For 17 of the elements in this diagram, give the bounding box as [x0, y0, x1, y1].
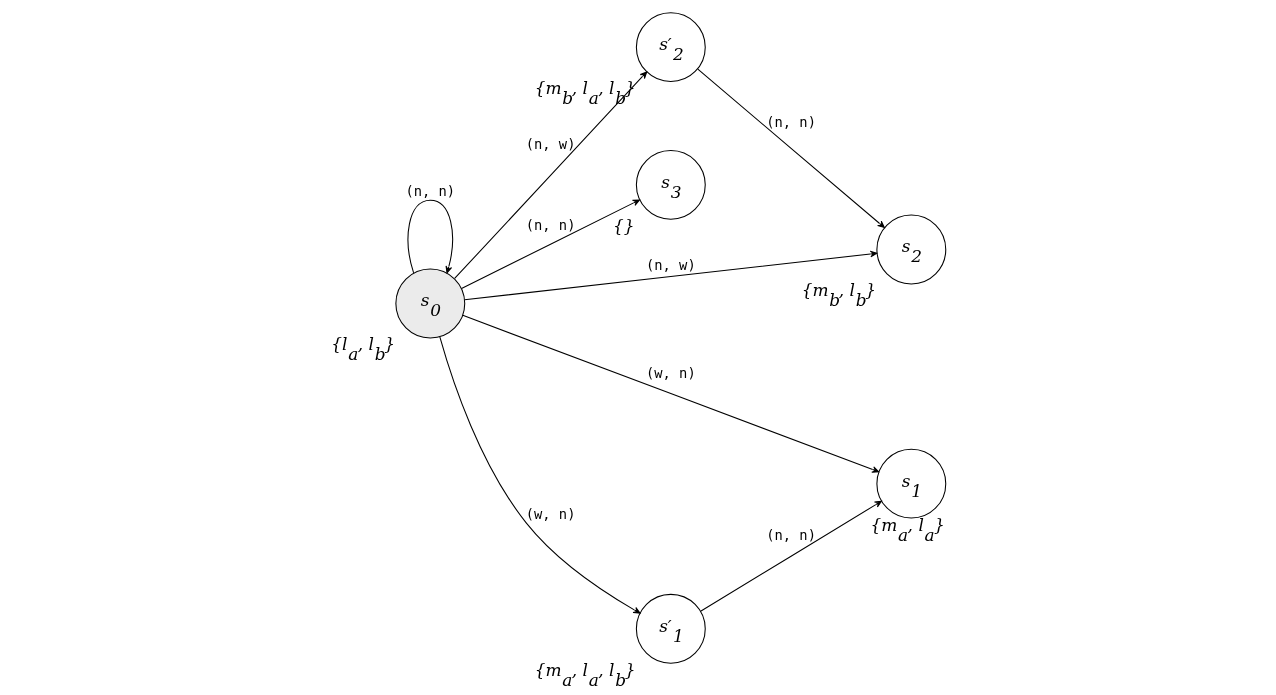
edge-label: (n, n)	[765, 527, 816, 544]
edge-label: (n, n)	[765, 114, 816, 131]
arrow	[438, 336, 640, 614]
arrow	[463, 250, 877, 301]
edge-label: (n, w)	[645, 257, 696, 274]
edge-label: (n, w)	[525, 136, 575, 153]
arrow	[460, 199, 640, 290]
node-label: {}	[612, 215, 635, 236]
arrow	[407, 199, 453, 274]
edge-label: (n, n)	[404, 183, 455, 200]
edge-label: (w, n)	[645, 365, 696, 382]
edge-label: (n, n)	[525, 216, 575, 233]
arrow	[696, 68, 885, 228]
arrow	[699, 500, 882, 612]
arrow	[453, 71, 647, 279]
arrow	[461, 314, 879, 473]
edge-label: (w, n)	[525, 506, 575, 523]
